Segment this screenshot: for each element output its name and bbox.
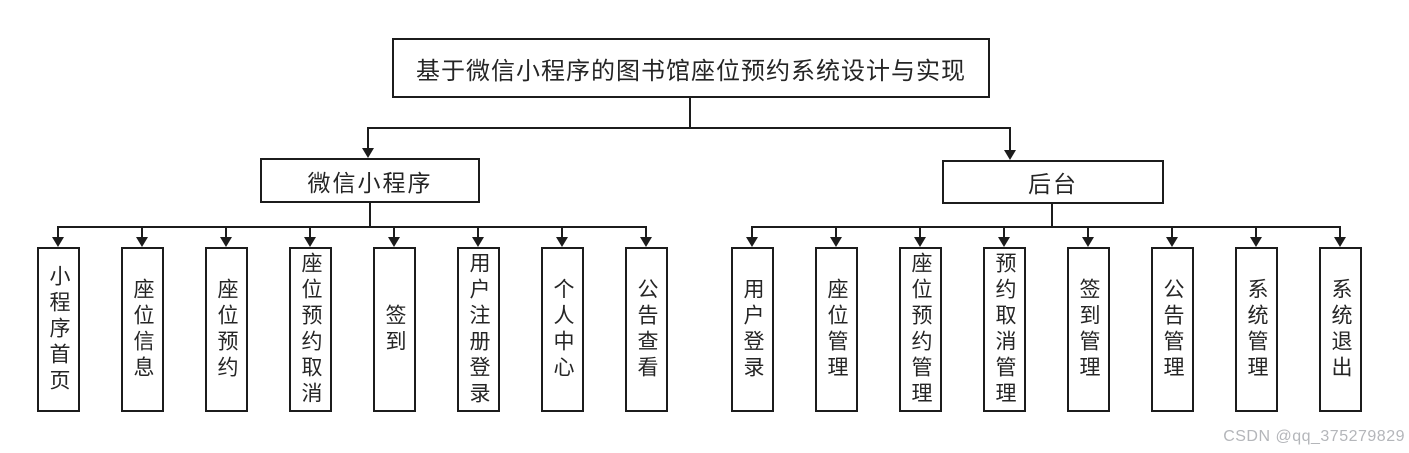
arrowhead-icon	[640, 237, 652, 247]
arrowhead-icon	[304, 237, 316, 247]
arrowhead-icon	[914, 237, 926, 247]
arrowhead-icon	[362, 148, 374, 158]
connector-leaf-drop	[1087, 226, 1089, 239]
arrowhead-icon	[998, 237, 1010, 247]
leaf-node-label: 签到	[383, 303, 406, 356]
connector-branch-left-drop	[367, 127, 369, 150]
leaf-node: 签到	[373, 247, 416, 412]
leaf-node: 用户注册登录	[457, 247, 500, 412]
connector-leaf-drop	[57, 226, 59, 239]
leaf-node: 小程序首页	[37, 247, 80, 412]
connector-leaf-drop	[1339, 226, 1341, 239]
connector-leaf-drop	[835, 226, 837, 239]
leaf-node-label: 座位预约管理	[909, 251, 932, 408]
leaf-node-label: 公告查看	[635, 277, 658, 382]
connector-leaf-drop	[225, 226, 227, 239]
leaf-node-label: 系统管理	[1245, 277, 1268, 382]
connector-level2-bus	[367, 127, 1011, 129]
leaf-node: 座位管理	[815, 247, 858, 412]
leaf-node: 用户登录	[731, 247, 774, 412]
connector-leaf-drop	[1171, 226, 1173, 239]
root-node: 基于微信小程序的图书馆座位预约系统设计与实现	[392, 38, 990, 98]
arrowhead-icon	[388, 237, 400, 247]
branch-node-miniprogram: 微信小程序	[260, 158, 480, 203]
arrowhead-icon	[472, 237, 484, 247]
leaf-node: 公告管理	[1151, 247, 1194, 412]
leaf-node: 公告查看	[625, 247, 668, 412]
connector-leaf-drop	[141, 226, 143, 239]
root-node-label: 基于微信小程序的图书馆座位预约系统设计与实现	[416, 57, 966, 85]
connector-right-leaf-bus	[751, 226, 1341, 228]
connector-leaf-drop	[1003, 226, 1005, 239]
connector-leaf-drop	[751, 226, 753, 239]
leaf-node: 预约取消管理	[983, 247, 1026, 412]
branch-node-label: 微信小程序	[307, 169, 433, 196]
leaf-node: 系统管理	[1235, 247, 1278, 412]
connector-root-drop	[689, 98, 691, 129]
arrowhead-icon	[1250, 237, 1262, 247]
connector-branch-right-drop	[1009, 127, 1011, 152]
connector-leaf-drop	[645, 226, 647, 239]
connector-leaf-drop	[309, 226, 311, 239]
arrowhead-icon	[556, 237, 568, 247]
leaf-node-label: 个人中心	[551, 277, 574, 382]
connector-right-bus-drop	[1051, 204, 1053, 228]
leaf-node-label: 小程序首页	[47, 264, 70, 395]
connector-leaf-drop	[1255, 226, 1257, 239]
leaf-node-label: 公告管理	[1161, 277, 1184, 382]
leaf-node: 个人中心	[541, 247, 584, 412]
connector-leaf-drop	[919, 226, 921, 239]
watermark: CSDN @qq_375279829	[1223, 428, 1405, 445]
leaf-node-label: 座位管理	[825, 277, 848, 382]
leaf-node: 座位信息	[121, 247, 164, 412]
leaf-node-label: 座位信息	[131, 277, 154, 382]
arrowhead-icon	[746, 237, 758, 247]
connector-leaf-drop	[393, 226, 395, 239]
arrowhead-icon	[220, 237, 232, 247]
arrowhead-icon	[1082, 237, 1094, 247]
connector-leaf-drop	[477, 226, 479, 239]
connector-left-leaf-bus	[57, 226, 647, 228]
branch-node-label: 后台	[1028, 171, 1078, 197]
arrowhead-icon	[1166, 237, 1178, 247]
leaf-node-label: 座位预约取消	[299, 251, 322, 408]
connector-leaf-drop	[561, 226, 563, 239]
leaf-node: 系统退出	[1319, 247, 1362, 412]
arrowhead-icon	[136, 237, 148, 247]
leaf-node: 座位预约	[205, 247, 248, 412]
arrowhead-icon	[1334, 237, 1346, 247]
leaf-node-label: 用户登录	[741, 277, 764, 382]
leaf-node-label: 用户注册登录	[467, 251, 490, 408]
leaf-node-label: 系统退出	[1329, 277, 1352, 382]
arrowhead-icon	[52, 237, 64, 247]
leaf-node-label: 签到管理	[1077, 277, 1100, 382]
arrowhead-icon	[830, 237, 842, 247]
leaf-node-label: 预约取消管理	[993, 251, 1016, 408]
leaf-node: 座位预约取消	[289, 247, 332, 412]
connector-left-bus-drop	[369, 203, 371, 228]
arrowhead-icon	[1004, 150, 1016, 160]
leaf-node: 签到管理	[1067, 247, 1110, 412]
leaf-node: 座位预约管理	[899, 247, 942, 412]
branch-node-backend: 后台	[942, 160, 1164, 204]
leaf-node-label: 座位预约	[215, 277, 238, 382]
